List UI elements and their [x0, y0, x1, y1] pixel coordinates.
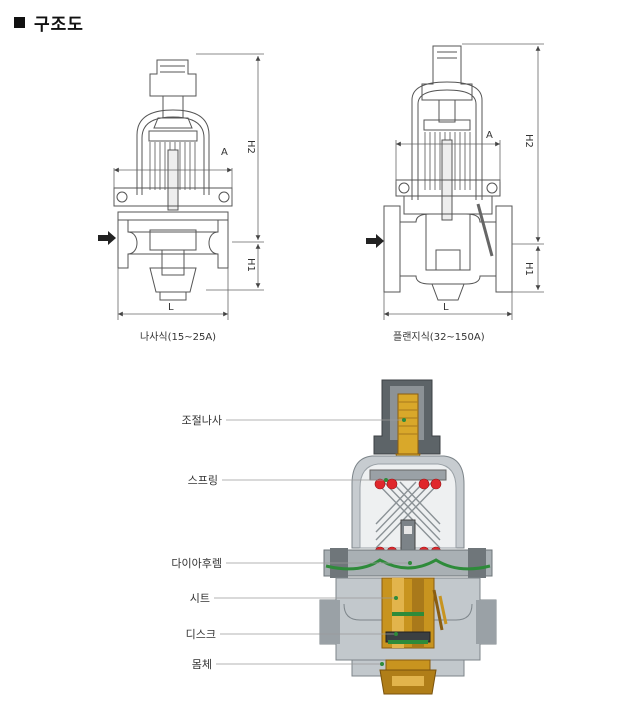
label-disc: 디스크 — [186, 628, 216, 641]
square-bullet-icon — [14, 17, 25, 28]
cutaway-leader-dots — [380, 418, 412, 666]
flanged-dimensions — [383, 43, 544, 320]
flanged-valve-drawing — [383, 45, 513, 301]
section-title: 구조도 — [34, 15, 84, 35]
threaded-caption: 나사식(15~25A) — [140, 331, 216, 343]
threaded-dim-h2: H2 — [245, 140, 256, 154]
flanged-caption: 플랜지식(32~150A) — [393, 331, 485, 343]
cutaway-drawing — [319, 379, 497, 695]
flanged-dim-h1: H1 — [523, 262, 534, 276]
flanged-dim-a: A — [486, 130, 493, 141]
threaded-dim-a: A — [221, 147, 228, 158]
flanged-dim-l: L — [443, 302, 449, 313]
threaded-valve-drawing — [113, 59, 233, 301]
flanged-flow-arrow-icon — [366, 234, 384, 248]
label-seat: 시트 — [190, 592, 210, 605]
label-diaphragm: 다이아후렘 — [171, 557, 222, 570]
section-heading: 구조도 — [14, 10, 84, 35]
label-spring: 스프링 — [188, 474, 218, 487]
threaded-dim-l: L — [168, 302, 174, 313]
label-adjust-screw: 조절나사 — [182, 414, 222, 427]
flanged-dim-h2: H2 — [523, 134, 534, 148]
threaded-dimensions — [113, 53, 264, 320]
threaded-flow-arrow-icon — [98, 231, 116, 245]
threaded-dim-h1: H1 — [245, 258, 256, 272]
label-body: 몸체 — [192, 658, 212, 671]
cutaway-leader-lines — [214, 419, 410, 665]
